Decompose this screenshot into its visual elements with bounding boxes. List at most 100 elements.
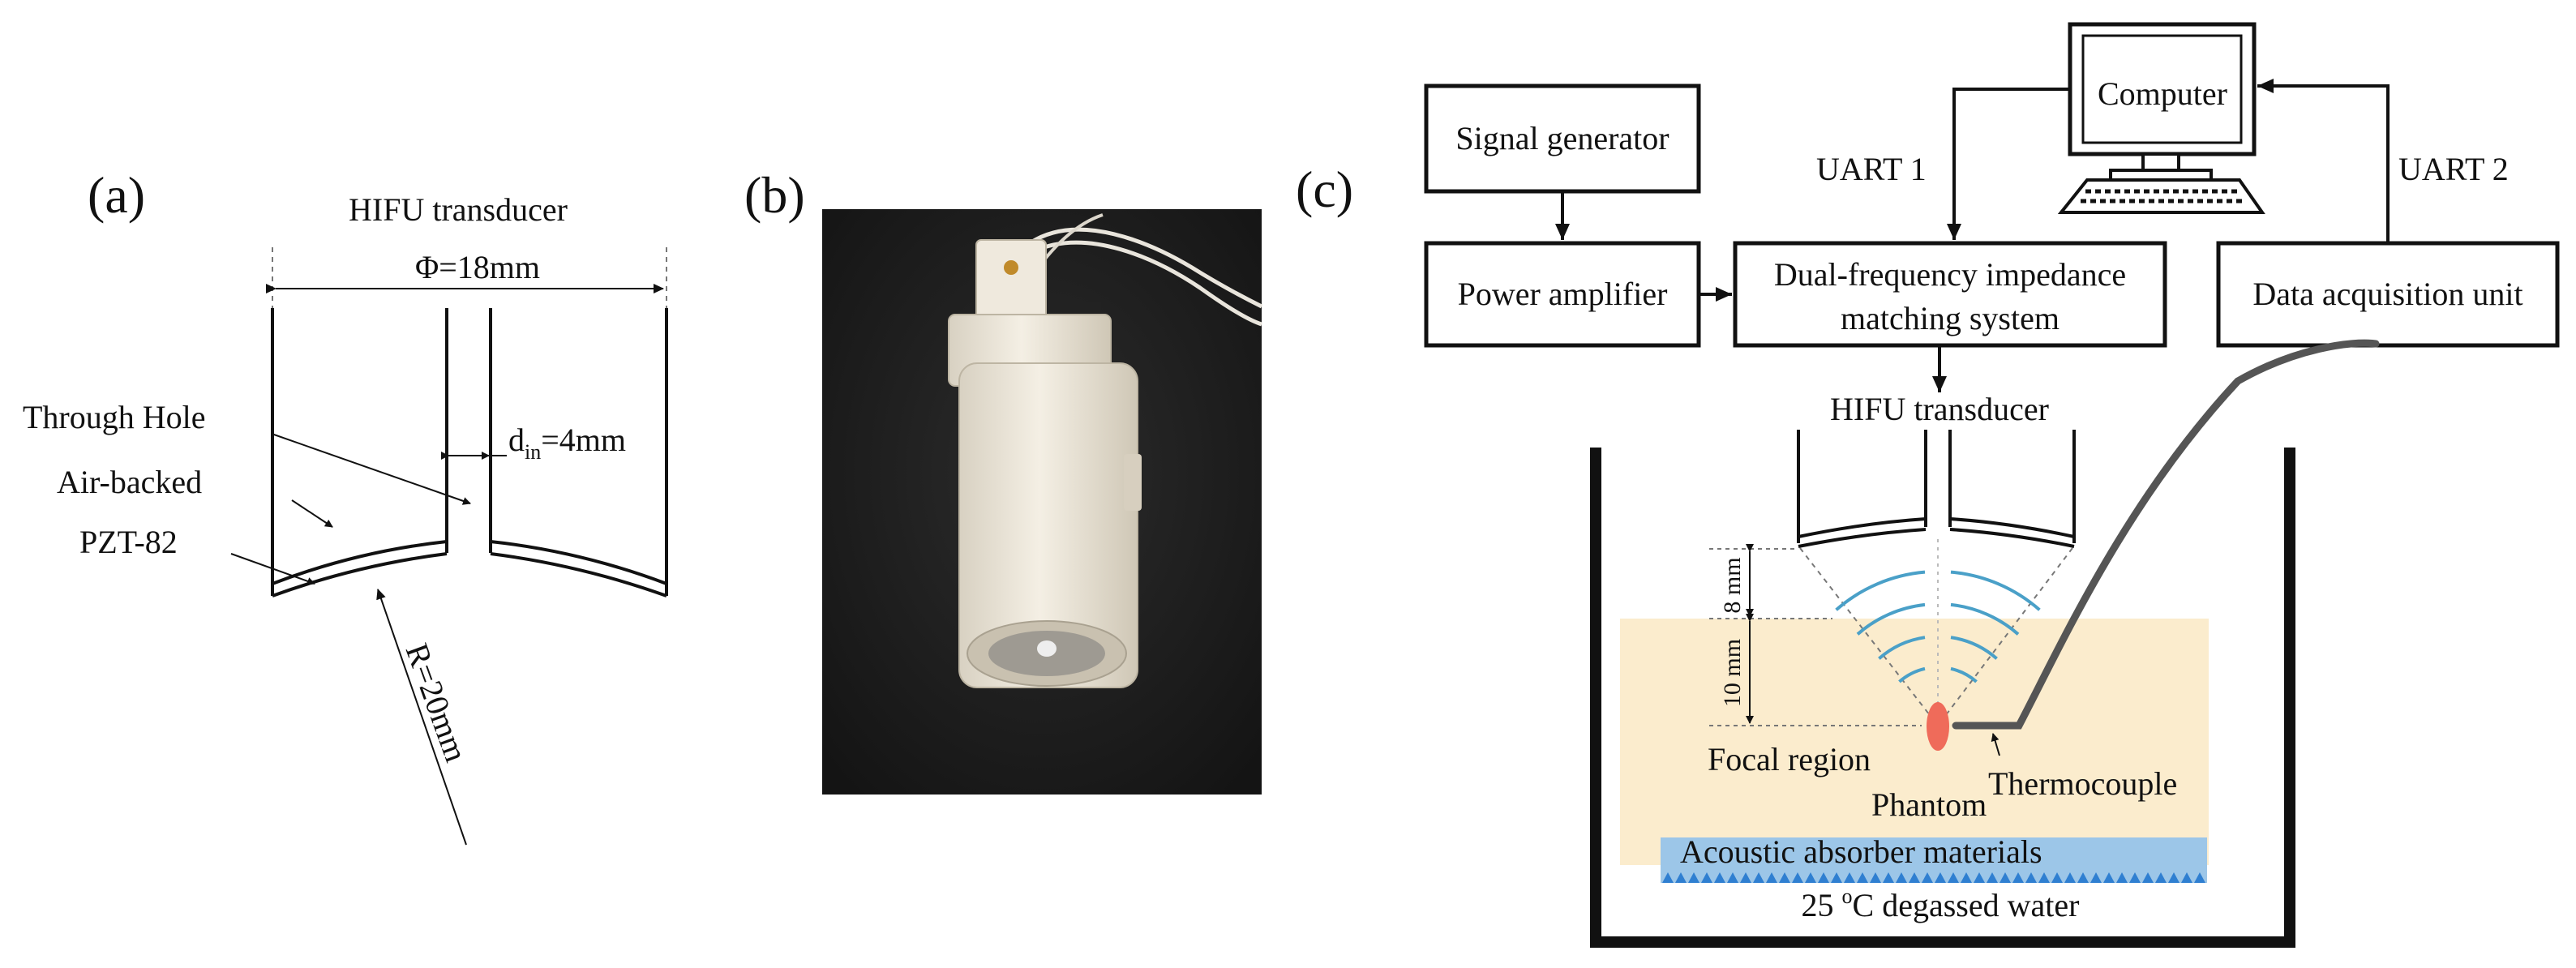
device-face-hole bbox=[1037, 640, 1057, 657]
absorber-tooth bbox=[2025, 872, 2037, 883]
radius-line bbox=[376, 589, 467, 846]
cable-b bbox=[1032, 240, 1262, 327]
device-body bbox=[958, 362, 1138, 688]
connector-pin bbox=[1004, 260, 1018, 275]
absorber-tooth bbox=[2155, 872, 2167, 883]
computer-icon bbox=[2057, 22, 2265, 214]
signal-generator-label: Signal generator bbox=[1455, 120, 1669, 156]
acoustic-waves bbox=[1835, 570, 2041, 683]
through-hole-label: Through Hole bbox=[23, 399, 206, 435]
pzt-layer-left-bottom bbox=[272, 552, 448, 598]
hole-dimension-label: din=4mm bbox=[508, 422, 626, 464]
air-backed-leader bbox=[291, 499, 333, 528]
absorber-tooth bbox=[1974, 872, 1985, 883]
absorber-tooth bbox=[1701, 872, 1712, 883]
absorber-tooth bbox=[1961, 872, 1972, 883]
power-amplifier-box bbox=[1424, 241, 1701, 348]
wavefront-arc bbox=[1835, 570, 1926, 611]
panel-a-title: HIFU transducer bbox=[349, 191, 568, 228]
connector-top bbox=[975, 239, 1047, 322]
pzt-leader bbox=[230, 553, 315, 585]
absorber-tooth bbox=[2129, 872, 2141, 883]
absorber-tooth bbox=[2038, 872, 2050, 883]
focal-region-label: Focal region bbox=[1708, 741, 1871, 777]
absorber-tooth bbox=[1714, 872, 1725, 883]
wavefront-arc bbox=[1950, 602, 2020, 636]
thermocouple-label: Thermocouple bbox=[1988, 765, 2177, 802]
tank-pzt-right-top bbox=[1949, 517, 2075, 538]
absorber-tooth bbox=[1935, 872, 1946, 883]
absorber-tooth bbox=[1766, 872, 1777, 883]
absorber-tooth bbox=[1740, 872, 1751, 883]
absorber-tooth bbox=[1948, 872, 1959, 883]
through-hole-leader bbox=[271, 433, 471, 505]
absorber-tooth bbox=[2090, 872, 2102, 883]
dim-10mm-label: 10 mm bbox=[1719, 639, 1746, 707]
hifu-label: HIFU transducer bbox=[1830, 391, 2049, 427]
absorber-tooth bbox=[1818, 872, 1829, 883]
wavefront-arc bbox=[1950, 666, 1978, 683]
absorber-tooth bbox=[2103, 872, 2115, 883]
absorber-tooth bbox=[1896, 872, 1907, 883]
phantom-label: Phantom bbox=[1871, 786, 1987, 823]
absorber-teeth bbox=[1662, 872, 2205, 883]
power-amplifier-label: Power amplifier bbox=[1458, 276, 1668, 312]
absorber-tooth bbox=[1779, 872, 1790, 883]
absorber-tooth bbox=[2051, 872, 2063, 883]
wavefront-arc bbox=[1950, 570, 2041, 611]
absorber-tooth bbox=[2181, 872, 2192, 883]
absorber-tooth bbox=[2194, 872, 2205, 883]
data-acquisition-box bbox=[2216, 241, 2560, 348]
absorber-tooth bbox=[1662, 872, 1674, 883]
data-acquisition-label: Data acquisition unit bbox=[2252, 276, 2522, 312]
absorber-tooth bbox=[2116, 872, 2128, 883]
thermocouple-leader bbox=[1991, 733, 2000, 756]
device-side-tab bbox=[1124, 454, 1142, 511]
absorber-tooth bbox=[2000, 872, 2011, 883]
absorber-tooth bbox=[1844, 872, 1855, 883]
panel-a-label: (a) bbox=[88, 166, 145, 224]
absorber-label: Acoustic absorber materials bbox=[1680, 833, 2042, 870]
cone-line-left bbox=[1799, 547, 1939, 726]
absorber-tooth bbox=[1857, 872, 1868, 883]
wavefront-arc bbox=[1950, 636, 1998, 660]
dual-frequency-label-2: matching system bbox=[1841, 300, 2060, 336]
absorber-tooth bbox=[2064, 872, 2076, 883]
absorber-tooth bbox=[1987, 872, 1998, 883]
absorber-tooth bbox=[1792, 872, 1803, 883]
panel-b-label: (b) bbox=[744, 166, 805, 224]
focal-region-marker bbox=[1927, 702, 1949, 751]
absorber-tooth bbox=[1805, 872, 1816, 883]
uart1-label: UART 1 bbox=[1816, 151, 1927, 187]
uart2-label: UART 2 bbox=[2398, 151, 2509, 187]
phantom-block bbox=[1620, 619, 2209, 865]
arrow-daq-to-computer bbox=[2257, 79, 2390, 243]
air-backed-label: Air-backed bbox=[57, 464, 202, 500]
absorber-tooth bbox=[1688, 872, 1699, 883]
cable-tie bbox=[1080, 302, 1101, 311]
wavefront-arc bbox=[1856, 602, 1926, 636]
water-tank bbox=[1590, 448, 2295, 948]
panel-c: (c) Signal generator Power amplifier Dua… bbox=[1296, 22, 2560, 948]
tank-pzt-left-bottom bbox=[1798, 528, 1927, 548]
panel-a: (a) HIFU transducer Φ=18mm din=4mm Throu… bbox=[23, 166, 668, 846]
water-label: 25 oC degassed water bbox=[1802, 884, 2080, 923]
absorber-tooth bbox=[1883, 872, 1894, 883]
diameter-label: Φ=18mm bbox=[415, 249, 540, 285]
absorber-tooth bbox=[2142, 872, 2154, 883]
absorber-tooth bbox=[1922, 872, 1933, 883]
wavefront-arc bbox=[1878, 636, 1926, 660]
computer-label: Computer bbox=[2098, 75, 2227, 112]
thermocouple-wire bbox=[1952, 339, 2380, 730]
panel-c-label: (c) bbox=[1296, 161, 1353, 218]
radius-label: R=20mm bbox=[399, 639, 475, 767]
panel-b: (b) bbox=[744, 166, 1263, 795]
dual-frequency-label-1: Dual-frequency impedance bbox=[1774, 256, 2126, 293]
dual-frequency-box bbox=[1733, 241, 2167, 348]
cable-a bbox=[1028, 227, 1263, 309]
absorber-tooth bbox=[1870, 872, 1881, 883]
dim-8mm-label: 8 mm bbox=[1719, 557, 1746, 613]
cone-line-right bbox=[1937, 547, 2073, 726]
